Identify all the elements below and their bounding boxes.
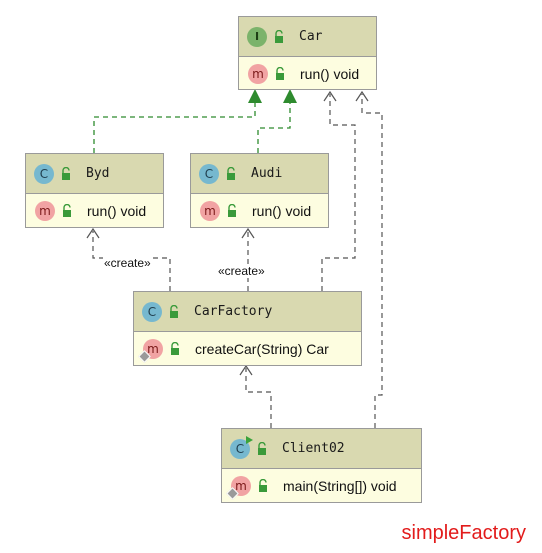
create-label-byd: «create» [103,256,152,270]
class-name: Car [299,29,323,44]
member-row[interactable]: m run() void [191,194,328,228]
create-label-audi: «create» [217,264,266,278]
dependency-edge-factory-car [321,94,356,291]
public-lock-icon [63,204,71,217]
dependency-arrowhead-audi [241,227,255,239]
dependency-arrowhead-car-factory [323,90,337,102]
class-header-audi: C Audi [191,154,328,194]
public-lock-icon [275,29,283,43]
realization-edge-byd-car [93,100,256,153]
public-lock-icon [258,441,266,455]
method-icon: m [35,201,55,221]
member-row[interactable]: m main(String[]) void [222,469,421,503]
interface-icon: I [247,26,267,47]
class-header-client02: C Client02 [222,429,421,469]
member-row[interactable]: m run() void [239,57,376,91]
class-icon: C [142,301,162,322]
method-signature: createCar(String) Car [195,341,329,357]
dependency-arrowhead-car-client [355,90,369,102]
class-name: Byd [86,166,110,181]
static-method-icon: m [226,476,251,500]
class-header-carfactory: C CarFactory [134,292,361,332]
dependency-arrowhead-factory [239,364,253,376]
method-icon: m [248,64,268,84]
class-name: Audi [251,166,283,181]
method-signature: run() void [87,203,147,219]
class-icon: C [34,163,54,184]
member-row[interactable]: m run() void [26,194,163,228]
public-lock-icon [227,166,235,180]
class-box-car[interactable]: I Car m run() void [238,16,377,90]
dependency-edge-client-car [361,94,383,428]
class-box-client02[interactable]: C Client02 m main(String[]) void [221,428,422,503]
public-lock-icon [171,342,179,355]
class-header-byd: C Byd [26,154,163,194]
realization-arrowhead-byd [248,89,262,103]
public-lock-icon [170,304,178,318]
dependency-arrowhead-byd [86,227,100,239]
static-method-icon: m [138,339,163,363]
dependency-edge-client-factory [245,368,272,428]
public-lock-icon [62,166,70,180]
method-icon: m [200,201,220,221]
class-name: CarFactory [194,304,273,319]
public-lock-icon [259,479,267,492]
class-box-byd[interactable]: C Byd m run() void [25,153,164,228]
public-lock-icon [276,67,284,80]
public-lock-icon [228,204,236,217]
method-signature: run() void [300,66,360,82]
method-signature: main(String[]) void [283,478,397,494]
diagram-caption: simpleFactory [401,522,526,544]
class-icon: C [199,163,219,184]
class-name: Client02 [282,441,345,456]
realization-edge-audi-car [257,100,291,153]
member-row[interactable]: m createCar(String) Car [134,332,361,366]
class-box-carfactory[interactable]: C CarFactory m createCar(String) Car [133,291,362,366]
class-box-audi[interactable]: C Audi m run() void [190,153,329,228]
method-signature: run() void [252,203,312,219]
realization-arrowhead-audi [283,89,297,103]
class-header-car: I Car [239,17,376,57]
runnable-class-icon: C [230,435,253,459]
